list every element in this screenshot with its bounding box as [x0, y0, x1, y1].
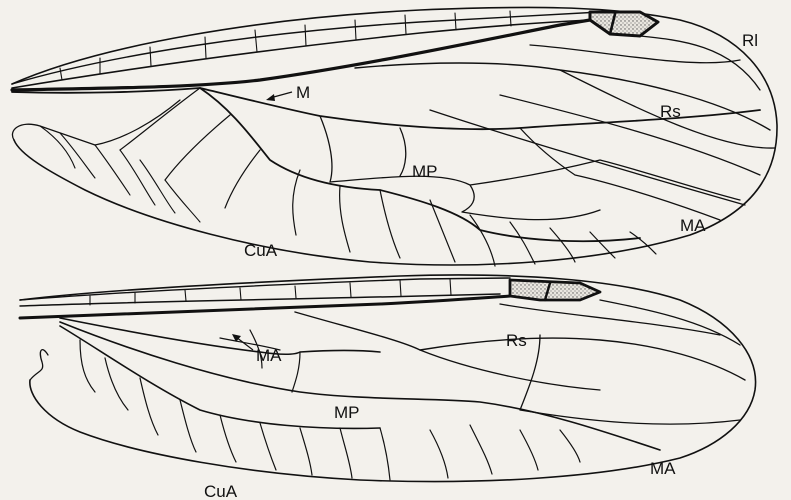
label-rs-hind: Rs [506, 331, 527, 350]
hindwing-rs-branches [420, 300, 740, 424]
hindwing-labels: MA Rs MP MA CuA [204, 331, 676, 500]
label-rs: Rs [660, 102, 681, 121]
hindwing-cua-vein [60, 326, 380, 428]
hindwing-stigma [510, 280, 600, 300]
hindwing-ma-vein [60, 318, 380, 354]
forewing-cubital-branches [95, 88, 656, 266]
label-mp: MP [412, 162, 438, 181]
forewing-rs-branches [430, 36, 775, 205]
label-m-arrowhead [266, 94, 275, 101]
label-mp-hind: MP [334, 403, 360, 422]
forewing-outline [12, 7, 777, 265]
hindwing-base-curl [30, 350, 48, 380]
forewing-stigma [590, 12, 658, 36]
hindwing-outline [20, 275, 756, 482]
label-ma-inner: MA [256, 346, 282, 365]
forewing-base-curl [12, 124, 95, 145]
forewing [12, 7, 777, 266]
label-ma-hind: MA [650, 459, 676, 478]
label-ma: MA [680, 216, 706, 235]
hindwing-cubital-branches [80, 340, 580, 480]
forewing-cua-vein [12, 88, 640, 241]
label-m: M [296, 83, 310, 102]
hindwing-mp-vein [60, 322, 660, 450]
forewing-margin-cells [40, 126, 200, 222]
forewing-rs [355, 63, 770, 130]
label-rl: Rl [742, 31, 758, 50]
hindwing [20, 275, 756, 482]
label-cua: CuA [244, 241, 278, 260]
label-cua-hind: CuA [204, 482, 238, 500]
